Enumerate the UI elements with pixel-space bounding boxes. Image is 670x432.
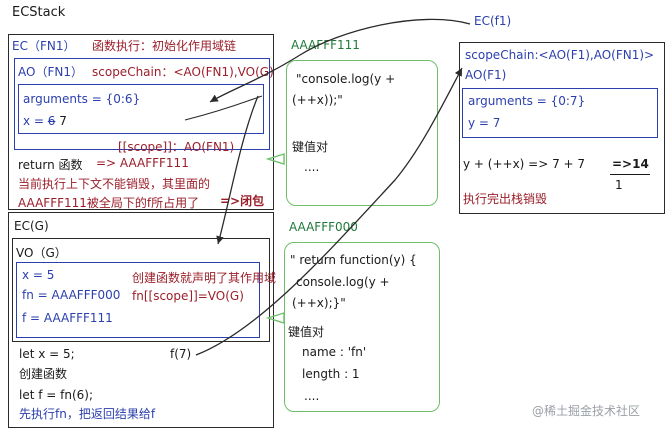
g-code-1: let x = 5; — [19, 347, 75, 361]
g-code-2: 创建函数 — [19, 367, 68, 381]
scope-note: [[scope]]：AO(FN1) — [118, 140, 235, 154]
heap-bottom-kv: 键值对 — [288, 325, 325, 339]
g-code-3: let f = fn(6); — [19, 388, 94, 402]
ec-fn1-title: EC（FN1） — [12, 39, 76, 53]
g-code-f7: f(7) — [170, 347, 192, 361]
return-label: return 函数 — [18, 158, 83, 172]
ec-f1-scopechain: scopeChain:<AO(F1),AO(FN1)> — [465, 48, 655, 62]
heap-bottom-code-3: (++x);}" — [292, 296, 346, 310]
heap-bottom-code-1: " return function(y) { — [290, 253, 417, 267]
ao-fn1-title: AO（FN1） — [18, 65, 83, 79]
ao-f1-arguments: arguments = {0:7} — [468, 94, 586, 108]
g-code-4: 先执行fn，把返回结果给f — [19, 407, 156, 421]
heap-top-code-1: "console.log(y + — [296, 72, 396, 86]
vo-g-title: VO（G） — [16, 246, 67, 260]
vo-g-fn: fn = AAAFFF000 — [22, 288, 121, 302]
closure-label: =>闭包 — [220, 194, 265, 208]
x-label: x = — [23, 114, 48, 128]
watermark: @稀土掘金技术社区 — [532, 404, 641, 418]
heap-bottom-name: name : 'fn' — [302, 345, 367, 359]
heap-top-ellipsis: .... — [304, 160, 320, 174]
vo-g-x: x = 5 — [22, 268, 55, 282]
f1-expr: y + (++x) => 7 + 7 — [463, 157, 586, 171]
f1-done: 执行完出栈销毁 — [463, 192, 548, 206]
ecstack-label: ECStack — [12, 5, 66, 20]
vo-g-f: f = AAAFFF111 — [22, 311, 113, 325]
heap-bottom-addr: AAAFFF000 — [289, 220, 358, 234]
ec-f1-title: EC(f1) — [474, 14, 512, 28]
ec-fn1-note: 函数执行：初始化作用域链 — [92, 39, 237, 53]
heap-top-code-2: (++x));" — [292, 93, 343, 107]
heap-top-kv: 键值对 — [292, 140, 329, 154]
x-old-value: 6 — [47, 114, 56, 128]
ao-fn1-arguments: arguments = {0:6} — [23, 92, 141, 106]
closure-text-1: 当前执行上下文不能销毁，其里面的 — [18, 177, 211, 191]
f1-result-underline — [610, 174, 650, 175]
heap-bottom-code-2: console.log(y + — [296, 275, 390, 289]
ec-g-title: EC(G) — [14, 219, 49, 233]
f1-result-den: 1 — [615, 178, 623, 192]
vo-g-fn-note-1: 创建函数就声明了其作用域 — [132, 271, 277, 285]
x-new-value: 7 — [59, 114, 67, 128]
closure-text-2: AAAFFF111被全局下的f所占用了 — [18, 196, 200, 210]
ao-fn1-x: x = 6 7 — [23, 114, 67, 128]
ao-f1-title: AO(F1) — [465, 68, 507, 82]
vo-g-fn-note-2: fn[[scope]]=VO(G) — [132, 289, 244, 303]
return-value: => AAAFFF111 — [96, 156, 189, 170]
heap-bottom-length: length : 1 — [302, 367, 360, 381]
heap-top-addr: AAAFFF111 — [291, 38, 360, 52]
f1-result: =>14 — [612, 157, 649, 171]
heap-bottom-ellipsis: .... — [304, 389, 320, 403]
ao-f1-y: y = 7 — [468, 116, 501, 130]
ao-fn1-scopechain: scopeChain：<AO(FN1),VO(G) — [92, 65, 274, 79]
